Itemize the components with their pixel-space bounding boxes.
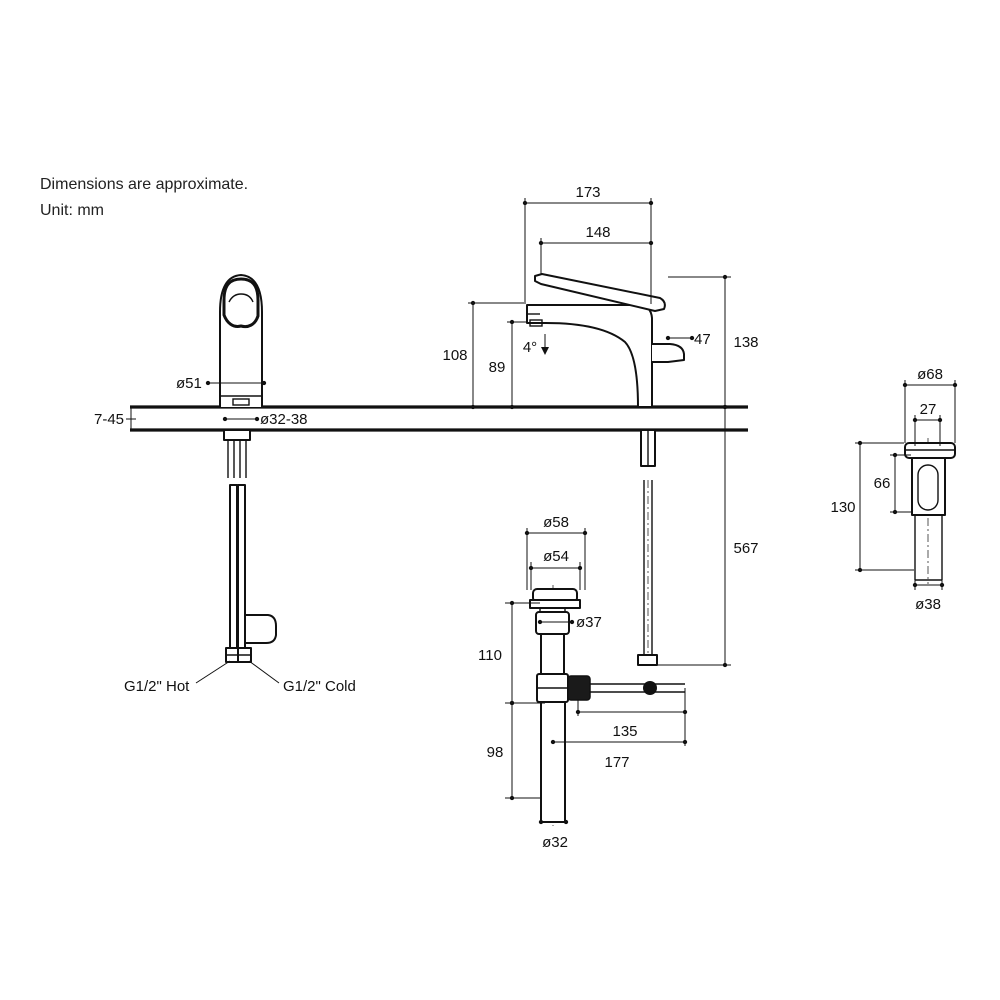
overall-height-dimension bbox=[668, 274, 731, 410]
spout-reach-dimension bbox=[538, 238, 654, 275]
faucet-side-view bbox=[219, 274, 277, 663]
hot-inlet-label: G1/2" Hot bbox=[124, 678, 190, 695]
hose-length-dimension bbox=[655, 404, 731, 668]
bore-label: 27 bbox=[920, 401, 937, 418]
drain-body-diameter-label: ø37 bbox=[576, 614, 602, 631]
hose-length-label: 567 bbox=[733, 540, 758, 557]
spout-angle-label: 4° bbox=[523, 339, 537, 356]
spout-height-label: 108 bbox=[442, 347, 467, 364]
drain-lower-length-label: 98 bbox=[487, 744, 504, 761]
body-height-dimension bbox=[890, 452, 913, 515]
faucet-front-view bbox=[526, 273, 685, 666]
total-height-dimension bbox=[855, 440, 914, 573]
flange-diameter-label: ø68 bbox=[917, 366, 943, 383]
overall-height-label: 138 bbox=[733, 334, 758, 351]
disclaimer-note: Dimensions are approximate. bbox=[40, 176, 248, 193]
overall-depth-dimension bbox=[522, 198, 654, 304]
cap-inner-diameter-dimension bbox=[528, 562, 583, 590]
outlet-height-dimension bbox=[507, 319, 526, 410]
cold-inlet-label: G1/2" Cold bbox=[283, 678, 356, 695]
drain-lower-length-dimension bbox=[505, 700, 542, 801]
spout-reach-label: 148 bbox=[585, 224, 610, 241]
pop-up-drain bbox=[529, 585, 685, 826]
hole-diameter-label: ø32-38 bbox=[260, 411, 308, 428]
drain-upper-length-label: 110 bbox=[478, 647, 502, 664]
tube-diameter-dimension bbox=[912, 576, 945, 590]
body-diameter-label: ø51 bbox=[176, 375, 202, 392]
bore-dimension bbox=[912, 415, 943, 446]
side-offset-label: 47 bbox=[694, 331, 711, 348]
cold-inlet-leader bbox=[248, 660, 280, 684]
detail-fitting bbox=[904, 438, 956, 584]
cap-inner-diameter-label: ø54 bbox=[543, 548, 569, 565]
overall-depth-label: 173 bbox=[575, 184, 600, 201]
hot-inlet-leader bbox=[195, 660, 231, 684]
spout-angle-arrow bbox=[541, 334, 549, 355]
spout-height-dimension bbox=[468, 300, 526, 410]
flange-diameter-dimension bbox=[902, 380, 958, 443]
outlet-height-label: 89 bbox=[489, 359, 506, 376]
body-height-label: 66 bbox=[874, 475, 891, 492]
drain-tail-diameter-label: ø32 bbox=[542, 834, 568, 851]
deck-thickness-label: 7-45 bbox=[94, 411, 124, 428]
total-height-label: 130 bbox=[830, 499, 855, 516]
tube-diameter-label: ø38 bbox=[915, 596, 941, 613]
rod-short-label: 135 bbox=[612, 723, 637, 740]
cap-outer-diameter-dimension bbox=[524, 528, 588, 590]
unit-note: Unit: mm bbox=[40, 202, 104, 219]
rod-short-dimension bbox=[575, 688, 688, 746]
rod-long-label: 177 bbox=[604, 754, 629, 771]
cap-outer-diameter-label: ø58 bbox=[543, 514, 569, 531]
countertop bbox=[126, 405, 748, 432]
